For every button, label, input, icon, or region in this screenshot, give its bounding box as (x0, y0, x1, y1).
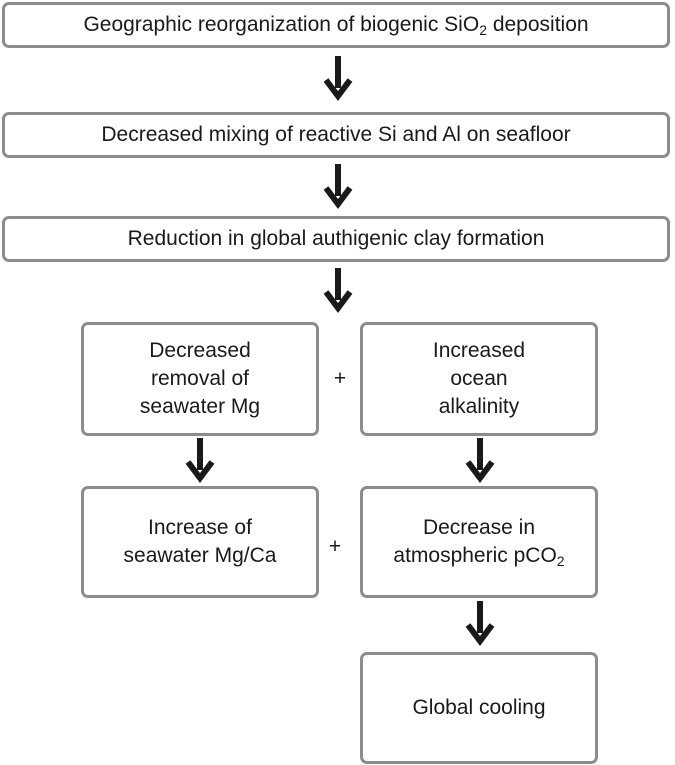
box-label: Global cooling (412, 696, 546, 719)
down-arrow-icon (323, 268, 353, 313)
down-arrow-icon (465, 438, 495, 483)
box-label: Geographic reorganization of biogenic Si… (83, 13, 589, 38)
down-arrow-icon (323, 56, 353, 101)
box-reduction-clay-formation: Reduction in global authigenic clay form… (2, 216, 670, 262)
plus-operator: + (328, 535, 342, 558)
box-biogenic-sio2-reorganization: Geographic reorganization of biogenic Si… (2, 2, 670, 48)
box-decreased-mixing: Decreased mixing of reactive Si and Al o… (2, 112, 670, 158)
box-global-cooling: Global cooling (360, 652, 598, 764)
plus-operator: + (333, 367, 347, 390)
down-arrow-icon (323, 164, 353, 209)
down-arrow-icon (185, 438, 215, 483)
down-arrow-icon (465, 601, 495, 646)
box-label: Reduction in global authigenic clay form… (127, 227, 545, 250)
box-label: Decreased mixing of reactive Si and Al o… (101, 123, 571, 146)
